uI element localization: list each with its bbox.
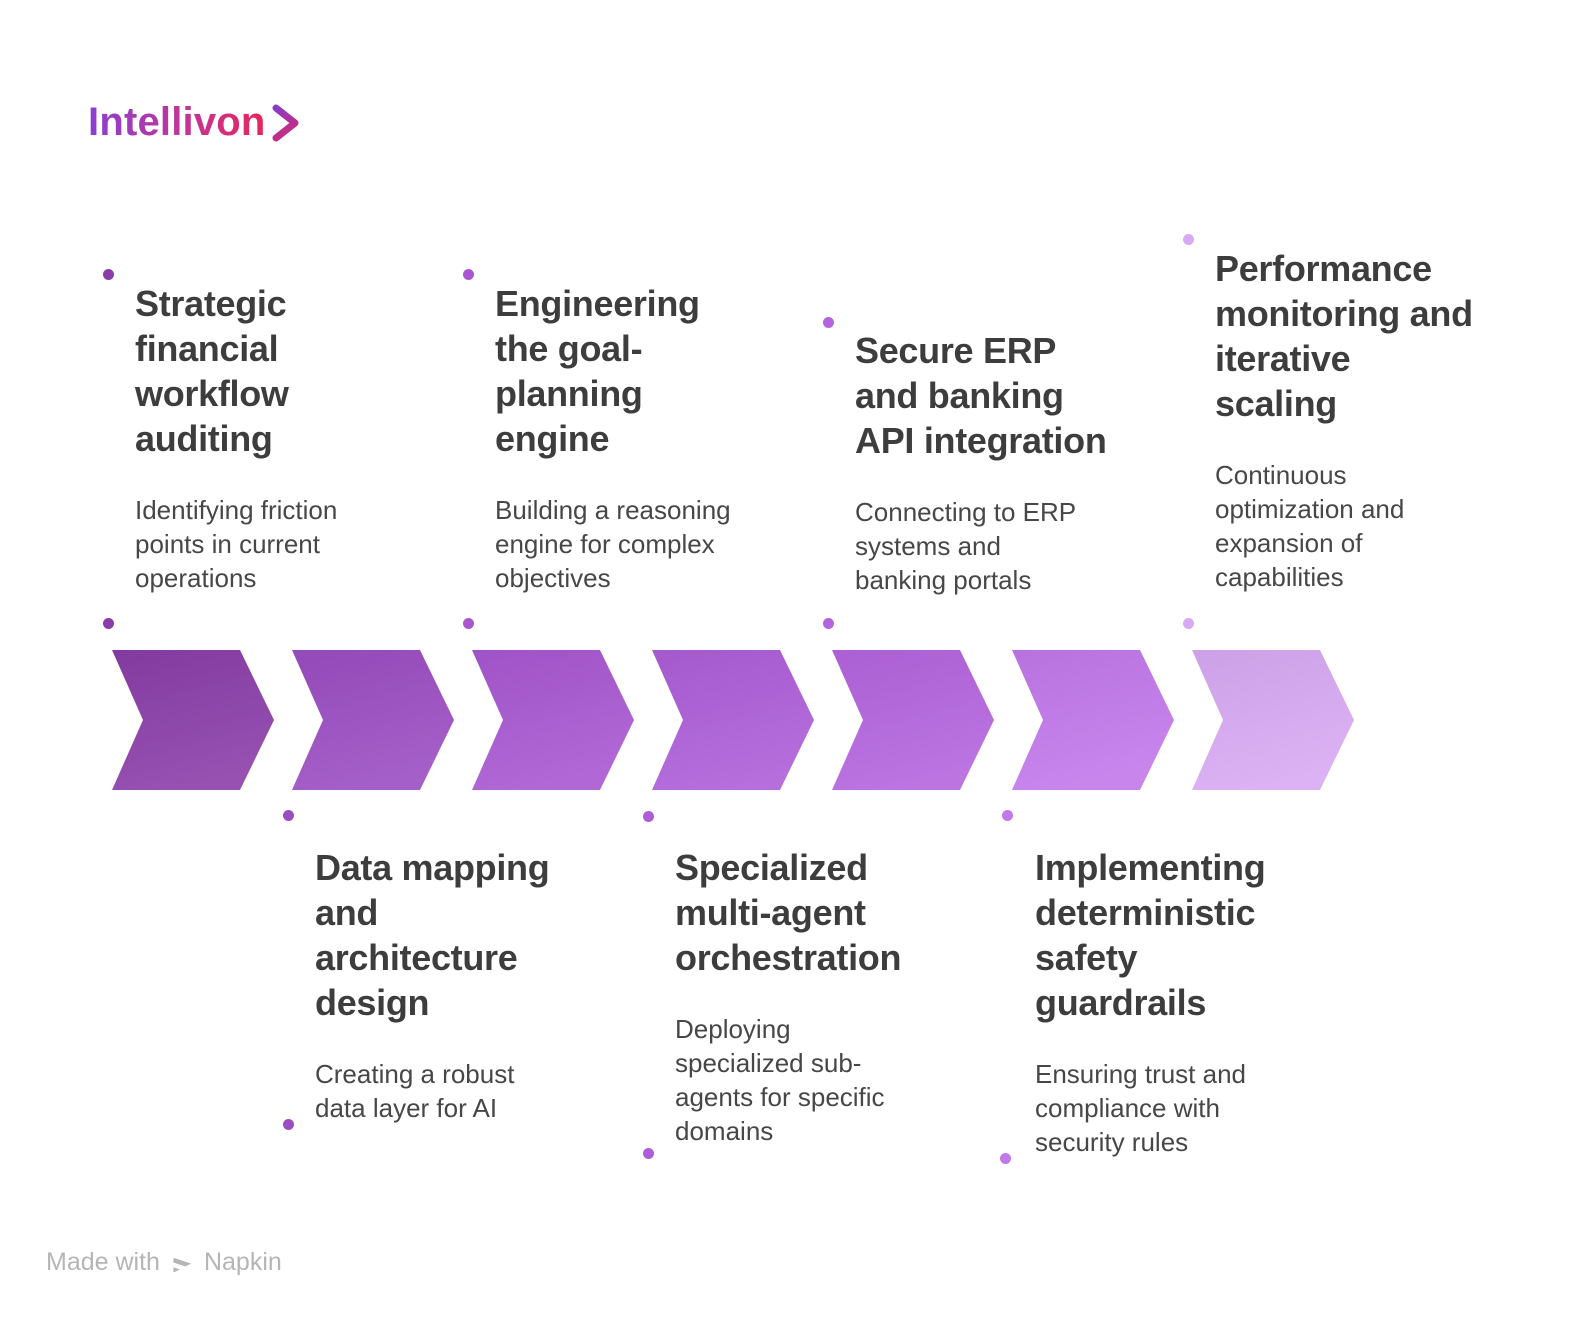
- step-data-mapping-and-architecture-design: Data mapping and architecture design Cre…: [315, 845, 635, 1125]
- step-description: Identifying friction points in current o…: [135, 495, 338, 593]
- chevron-arrow-3: [472, 650, 634, 790]
- chevron-arrow-4: [652, 650, 814, 790]
- connector-dot: [102, 617, 114, 629]
- step-title: Secure ERP and banking API integration: [855, 330, 1107, 461]
- step-description: Building a reasoning engine for complex …: [495, 495, 731, 593]
- connector-dot: [102, 268, 114, 280]
- logo-chevron-icon: [272, 104, 299, 142]
- watermark-brand: Napkin: [203, 1248, 282, 1276]
- step-secure-erp-and-banking-api-integration: Secure ERP and banking API integration C…: [855, 328, 1175, 597]
- step-description: Deploying specialized sub- agents for sp…: [675, 1014, 885, 1146]
- connector-dot: [1182, 233, 1194, 245]
- step-implementing-deterministic-safety-guardrails: Implementing deterministic safety guardr…: [1035, 845, 1355, 1159]
- connector-dot: [999, 1152, 1011, 1164]
- step-title: Performance monitoring and iterative sca…: [1215, 248, 1473, 424]
- connector-dot: [462, 268, 474, 280]
- connector-dot: [1182, 617, 1194, 629]
- chevron-arrow-1: [112, 650, 274, 790]
- step-description: Ensuring trust and compliance with secur…: [1035, 1059, 1247, 1157]
- step-title: Engineering the goal- planning engine: [495, 283, 700, 459]
- connector-dot: [282, 1118, 294, 1130]
- step-performance-monitoring-and-iterative-scaling: Performance monitoring and iterative sca…: [1215, 246, 1535, 594]
- step-title: Implementing deterministic safety guardr…: [1035, 847, 1266, 1023]
- chevron-arrow-7: [1192, 650, 1354, 790]
- connector-dot: [462, 617, 474, 629]
- napkin-logo-icon: [173, 1253, 193, 1273]
- step-description: Continuous optimization and expansion of…: [1215, 460, 1405, 592]
- chevron-arrow-2: [292, 650, 454, 790]
- watermark-prefix: Made with: [46, 1248, 160, 1276]
- connector-dot: [822, 316, 834, 328]
- chevron-arrow-6: [1012, 650, 1174, 790]
- step-engineering-the-goal-planning-engine: Engineering the goal- planning engine Bu…: [495, 281, 815, 595]
- step-title: Specialized multi-agent orchestration: [675, 847, 902, 978]
- step-description: Connecting to ERP systems and banking po…: [855, 497, 1077, 595]
- connector-dot: [822, 617, 834, 629]
- intellivon-logo: Intellivon: [88, 100, 302, 144]
- step-strategic-financial-workflow-auditing: Strategic financial workflow auditing Id…: [135, 281, 455, 595]
- intellivon-wordmark: Intellivon: [88, 100, 266, 144]
- step-specialized-multi-agent-orchestration: Specialized multi-agent orchestration De…: [675, 845, 995, 1148]
- chevron-arrow-5: [832, 650, 994, 790]
- connector-dot: [1001, 809, 1013, 821]
- connector-dot: [282, 809, 294, 821]
- step-title: Data mapping and architecture design: [315, 847, 550, 1023]
- step-description: Creating a robust data layer for AI: [315, 1059, 515, 1123]
- napkin-watermark: Made with Napkin: [46, 1246, 282, 1278]
- connector-dot: [642, 810, 654, 822]
- step-title: Strategic financial workflow auditing: [135, 283, 289, 459]
- connector-dot: [642, 1147, 654, 1159]
